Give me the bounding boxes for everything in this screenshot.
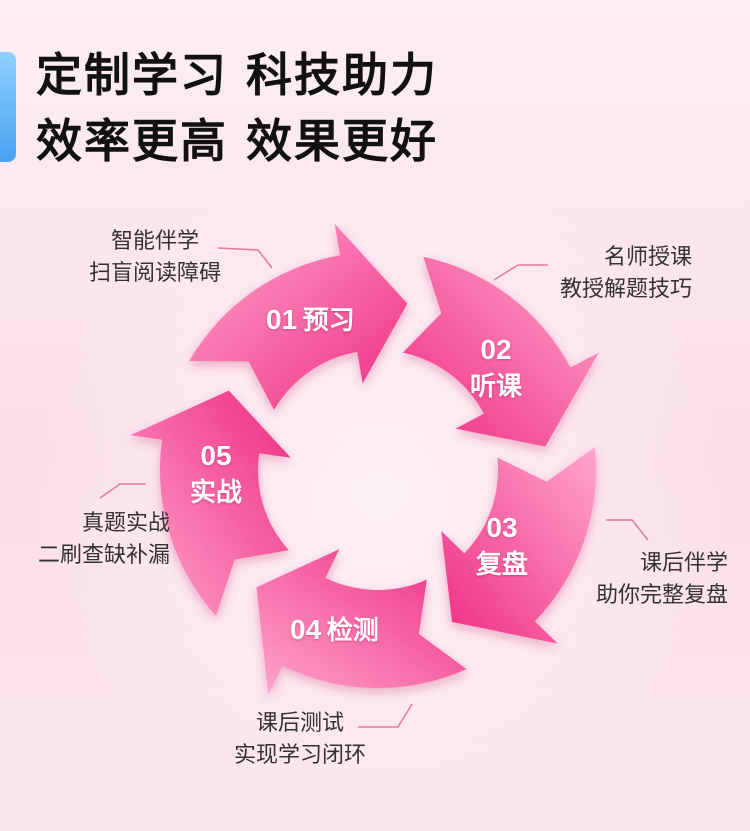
step-05-caption: 真题实战 二刷查缺补漏 xyxy=(10,508,170,572)
cycle-arrow-04 xyxy=(256,549,467,695)
step-04-caption: 课后测试 实现学习闭环 xyxy=(210,708,390,772)
step-02-number: 02 xyxy=(480,334,512,365)
leader-line-05 xyxy=(99,483,146,499)
cycle-arrow-03 xyxy=(441,447,596,644)
step-01-caption-line-1: 智能伴学 xyxy=(110,229,199,254)
step-04-caption-line-2: 实现学习闭环 xyxy=(233,743,366,768)
leader-line-02 xyxy=(493,264,548,281)
cycle-arrow-05 xyxy=(130,390,291,616)
step-01-label: 01 预习 xyxy=(266,300,355,337)
leader-line-04 xyxy=(358,703,413,728)
step-04-caption-line-1: 课后测试 xyxy=(255,711,344,736)
step-03-name: 复盘 xyxy=(476,550,529,580)
step-05-name: 实战 xyxy=(190,478,243,508)
step-01-number: 01 xyxy=(266,304,298,335)
headline-line-1: 定制学习 科技助力 xyxy=(36,48,439,102)
cycle-arrow-02 xyxy=(402,256,599,447)
cycle-arrow-01 xyxy=(189,223,408,410)
step-02-caption-line-2: 教授解题技巧 xyxy=(559,277,692,302)
step-05-number: 05 xyxy=(200,440,232,471)
step-05-caption-line-1: 真题实战 xyxy=(81,511,170,536)
step-01-caption-line-2: 扫盲阅读障碍 xyxy=(88,261,221,286)
step-02-caption: 名师授课 教授解题技巧 xyxy=(520,242,692,306)
step-01-name: 预习 xyxy=(302,306,355,336)
step-04-name: 检测 xyxy=(326,616,379,646)
headline: 定制学习 科技助力 效率更高 效果更好 xyxy=(36,42,438,174)
step-01-caption: 智能伴学 扫盲阅读障碍 xyxy=(70,226,240,290)
step-03-caption: 课后伴学 助你完整复盘 xyxy=(556,548,728,612)
step-02-caption-line-1: 名师授课 xyxy=(603,245,692,270)
step-05-caption-line-2: 二刷查缺补漏 xyxy=(37,543,170,568)
headline-accent-bar xyxy=(0,52,16,162)
step-04-label: 04 检测 xyxy=(290,610,379,647)
headline-line-2: 效率更高 效果更好 xyxy=(36,114,439,168)
step-04-number: 04 xyxy=(290,614,322,645)
step-05-label: 05 实战 xyxy=(190,440,242,509)
step-03-number: 03 xyxy=(486,512,518,543)
leader-line-01 xyxy=(217,247,273,269)
leader-line-03 xyxy=(606,519,649,541)
step-02-name: 听课 xyxy=(470,372,523,402)
step-03-caption-line-1: 课后伴学 xyxy=(639,551,728,576)
step-02-label: 02 听课 xyxy=(470,334,522,403)
step-03-caption-line-2: 助你完整复盘 xyxy=(595,583,728,608)
step-03-label: 03 复盘 xyxy=(476,512,528,581)
